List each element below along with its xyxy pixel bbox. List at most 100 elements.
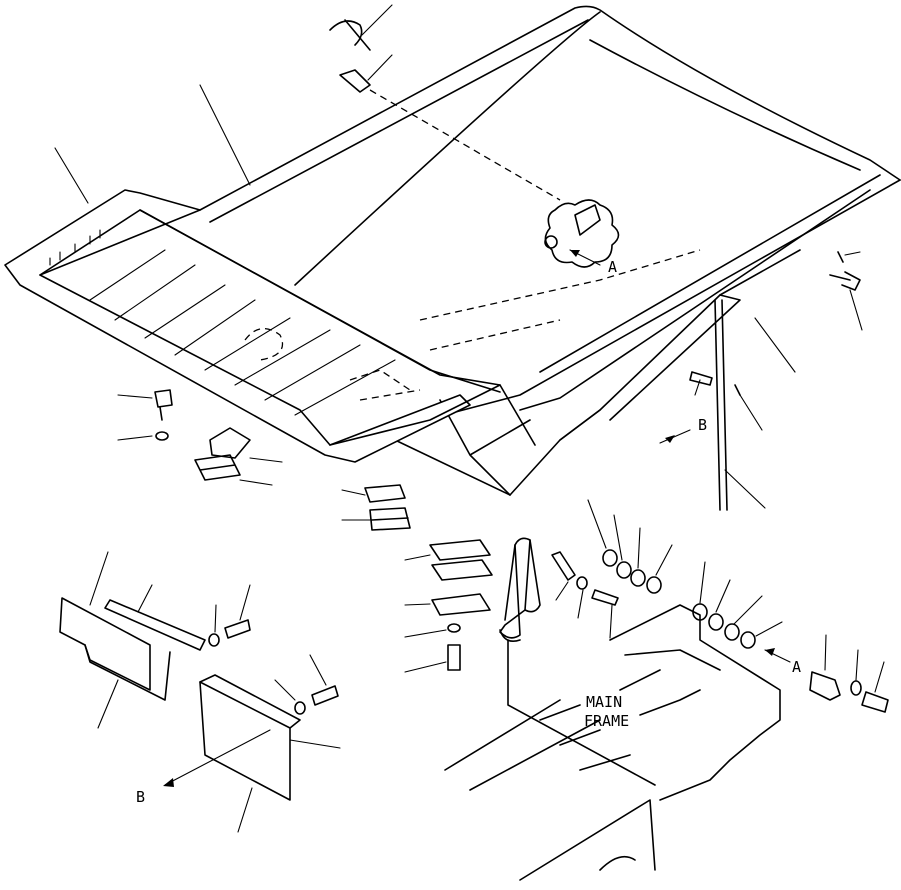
guard-frame-inner xyxy=(39,209,501,446)
mid-bolt xyxy=(689,371,713,386)
leader-right-brace xyxy=(754,317,796,373)
bolt-center xyxy=(447,644,461,671)
leader-washer-2 xyxy=(613,514,623,561)
ref-label-b-bottom: B xyxy=(136,788,145,806)
guard-slats xyxy=(89,249,396,416)
arrow-head-b-right xyxy=(665,435,675,443)
shim-single xyxy=(431,593,491,616)
leader-washer-4 xyxy=(655,544,673,576)
shim-pad-center xyxy=(369,507,411,531)
main-frame-beam xyxy=(609,604,781,801)
cylinder-outline xyxy=(504,539,531,621)
canopy-roof-front xyxy=(589,39,861,171)
pin-bolt xyxy=(591,589,619,606)
bolt-flap-right xyxy=(311,685,339,706)
bracket-pin-path xyxy=(369,89,561,201)
leader-washer-left xyxy=(117,435,153,441)
right-hardware: B xyxy=(659,251,863,511)
leader-washer-flap-right xyxy=(274,679,296,701)
main-frame-cross xyxy=(619,649,721,716)
main-frame: MAIN FRAME xyxy=(444,604,781,881)
main-frame-lower xyxy=(539,704,636,871)
canopy-lower-box xyxy=(394,409,601,496)
guard-frame-top-rail xyxy=(139,209,501,393)
rubber-pad-left xyxy=(209,427,251,459)
leader-washer-1 xyxy=(587,499,607,549)
leader-washer-7 xyxy=(733,595,763,625)
canopy-right-brace-2 xyxy=(609,294,741,421)
leader-mid-cotter xyxy=(739,394,763,431)
leader-bolt-flap-right xyxy=(309,654,327,686)
leader-washer-center xyxy=(404,629,447,638)
mid-cotter xyxy=(734,384,741,396)
mud-flap-left xyxy=(59,551,251,729)
leader-mud-flap-left xyxy=(89,551,109,606)
retainer-strip xyxy=(104,599,206,651)
center-pad-parts xyxy=(341,484,493,673)
leader-lock-washer-pin xyxy=(577,589,584,619)
bracket-bolt-hole xyxy=(544,235,558,249)
mud-flap-right-body xyxy=(199,681,291,801)
arrow-head-b-bottom xyxy=(163,778,174,787)
leader-support-rod xyxy=(724,469,766,509)
mud-flap-right-rail xyxy=(199,674,301,729)
leader-bolt-flap-left xyxy=(239,584,251,621)
leader-mid-bolt xyxy=(694,379,701,396)
ref-arrow-b-bottom xyxy=(164,729,271,786)
ref-label-b-right: B xyxy=(698,416,707,434)
bracket-plate xyxy=(574,204,601,236)
leader-shim-pad-left xyxy=(239,479,273,486)
canopy-lower-box-side xyxy=(439,384,536,496)
leader-mud-flap-right-lower xyxy=(237,787,253,833)
arrow-head-a-right xyxy=(765,648,775,656)
rubber-pad-center xyxy=(364,484,406,503)
leader-washer-8 xyxy=(755,621,783,637)
leader-mud-flap-left-lower xyxy=(97,679,119,729)
right-bolt-top xyxy=(829,271,861,291)
guard-teeth xyxy=(49,229,101,266)
ref-label-a-right: A xyxy=(792,658,801,676)
leader-clevis-pin xyxy=(367,54,393,81)
ref-label-a-top: A xyxy=(608,258,617,276)
leader-shim-stack xyxy=(404,554,431,561)
leader-canopy xyxy=(199,84,251,186)
cylinder-body xyxy=(499,537,541,639)
leader-rubber-pad-center xyxy=(341,489,366,496)
washer-flap-left xyxy=(208,633,220,647)
leader-cylinder-pin xyxy=(555,581,569,601)
canopy-top-edge xyxy=(199,5,901,211)
leader-bolt-center xyxy=(404,661,447,673)
bracket-detail-a: A xyxy=(369,89,620,276)
hair-pin xyxy=(329,19,371,51)
leader-rubber-pad-left xyxy=(249,457,283,463)
guard-frame xyxy=(4,189,501,463)
canopy-right-rail-lower xyxy=(519,189,871,411)
leader-shim-single xyxy=(404,603,431,606)
main-bolt xyxy=(861,691,889,713)
left-pad-parts xyxy=(117,389,283,486)
washer-center xyxy=(447,623,461,633)
canopy-hidden-lines xyxy=(359,249,701,401)
clevis-pin xyxy=(339,69,371,93)
cylinder-pin xyxy=(551,551,576,581)
support-rod xyxy=(714,299,728,511)
leader-main-pin xyxy=(824,634,827,671)
right-cotter xyxy=(837,251,844,263)
leader-main-bolt xyxy=(874,661,885,693)
leader-washer-flap-left xyxy=(214,604,217,633)
main-frame-label-line1: MAIN xyxy=(586,693,622,711)
canopy-right-brace xyxy=(559,249,801,441)
shim-pad-left xyxy=(194,454,241,481)
shim-stack xyxy=(429,539,493,581)
leader-lock-washer-main xyxy=(855,649,859,681)
arrow-head-a-top xyxy=(570,250,580,257)
leader-washer-3 xyxy=(637,527,641,569)
leader-pin-bolt xyxy=(609,604,613,639)
lock-washer-main xyxy=(850,680,862,696)
lock-washer-pin xyxy=(576,576,588,590)
mud-flap-left-lower xyxy=(84,644,171,701)
canopy-top-edge-inner xyxy=(209,19,589,223)
main-frame-top xyxy=(444,639,656,881)
